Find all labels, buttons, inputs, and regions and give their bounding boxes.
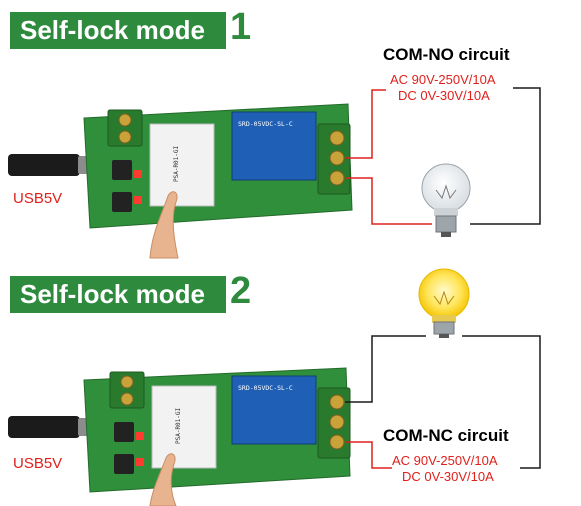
light-bulb-on-2 bbox=[418, 268, 470, 338]
relay-label-2: SRD-05VDC-SL-C bbox=[238, 384, 293, 392]
led-2b bbox=[136, 458, 144, 466]
mode-banner-1: Self-lock mode bbox=[10, 12, 226, 49]
wire-com-2 bbox=[345, 441, 392, 469]
terminal-screw-1a bbox=[118, 113, 132, 127]
wire-return-2 bbox=[462, 335, 541, 469]
relay-module-2: PSA-R01-GI SRD-05VDC-SL-C bbox=[8, 367, 351, 506]
terminal-screw-1b bbox=[118, 130, 132, 144]
module-label-2: PSA-R01-GI bbox=[175, 407, 182, 444]
mode-number-1: 1 bbox=[230, 6, 252, 48]
relay-1 bbox=[231, 111, 317, 181]
circuit-title-2: COM-NC circuit bbox=[383, 426, 509, 445]
terminal-block-left-1 bbox=[107, 109, 143, 147]
spec-dc-2: DC 0V-30V/10A bbox=[402, 469, 494, 484]
finger-2 bbox=[149, 453, 177, 506]
wire-return-1 bbox=[470, 87, 541, 225]
push-button-2b bbox=[114, 454, 134, 474]
wireless-module-2 bbox=[151, 385, 217, 469]
terminal-screw-1d bbox=[329, 150, 345, 166]
relay-label-1: SRD-05VDC-SL-C bbox=[238, 120, 293, 128]
wiring-1 bbox=[345, 87, 541, 225]
mode-banner-2: Self-lock mode bbox=[10, 276, 226, 313]
mode-label-1: Self-lock mode bbox=[20, 15, 205, 45]
spec-dc-1: DC 0V-30V/10A bbox=[398, 88, 490, 103]
led-1a bbox=[134, 170, 142, 178]
relay-module-1: PSA-R01-GI SRD-05VDC-SL-C bbox=[8, 103, 353, 259]
light-bulb-off-1 bbox=[421, 163, 471, 237]
terminal-screw-2b bbox=[120, 392, 134, 406]
circuit-title-1: COM-NO circuit bbox=[383, 45, 510, 64]
usb-cable-2 bbox=[8, 416, 80, 438]
terminal-screw-1e bbox=[329, 170, 345, 186]
led-1b bbox=[134, 196, 142, 204]
usb-label-1: USB5V bbox=[13, 190, 63, 207]
spec-ac-1: AC 90V-250V/10A bbox=[390, 72, 496, 87]
push-button-1a bbox=[112, 160, 132, 180]
wireless-module-1 bbox=[149, 123, 215, 207]
terminal-block-left-2 bbox=[109, 371, 145, 409]
terminal-screw-2c bbox=[329, 394, 345, 410]
wire-nc-2 bbox=[345, 335, 426, 403]
push-button-2a bbox=[114, 422, 134, 442]
terminal-screw-2e bbox=[329, 434, 345, 450]
terminal-screw-2a bbox=[120, 375, 134, 389]
wire-no-1 bbox=[345, 89, 386, 159]
spec-ac-2: AC 90V-250V/10A bbox=[392, 453, 498, 468]
mode-number-2: 2 bbox=[230, 270, 252, 312]
wire-com-1 bbox=[345, 177, 432, 225]
wiring-2 bbox=[345, 335, 541, 469]
terminal-screw-2d bbox=[329, 414, 345, 430]
module-label-1: PSA-R01-GI bbox=[173, 145, 180, 182]
usb-cable-1 bbox=[8, 154, 80, 176]
mode-label-2: Self-lock mode bbox=[20, 279, 205, 309]
terminal-screw-1c bbox=[329, 130, 345, 146]
led-2a bbox=[136, 432, 144, 440]
finger-1 bbox=[149, 191, 179, 259]
relay-2 bbox=[231, 375, 317, 445]
push-button-1b bbox=[112, 192, 132, 212]
usb-label-2: USB5V bbox=[13, 455, 63, 472]
